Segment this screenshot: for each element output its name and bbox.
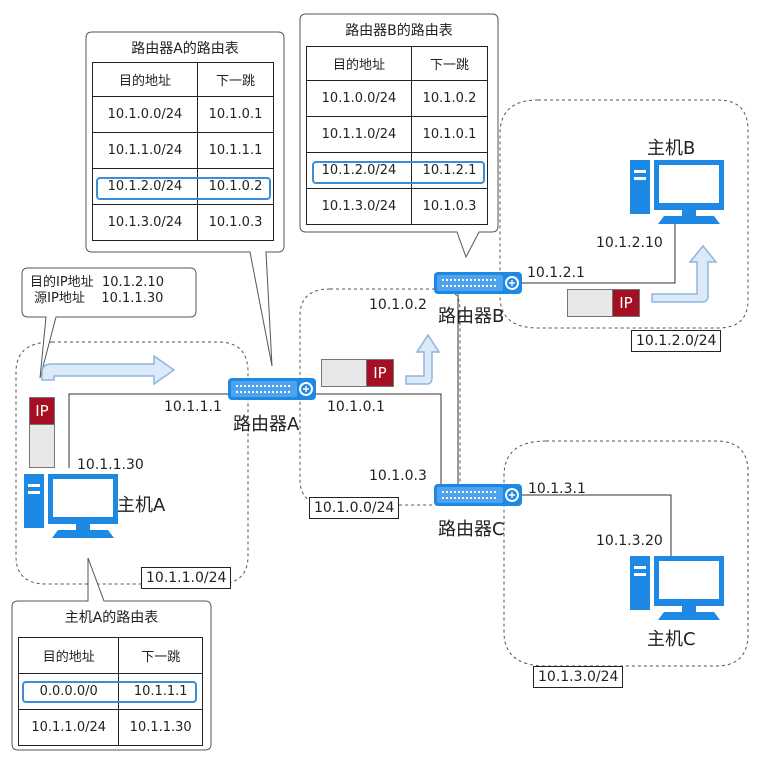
ip-header-info: 目的IP地址 10.1.2.10 源IP地址 10.1.1.30 xyxy=(30,275,164,307)
hostC-computer-icon[interactable] xyxy=(630,556,724,620)
routerA-label: 路由器A xyxy=(233,414,300,435)
packet-direction-arrow-up-b xyxy=(405,333,441,385)
routerB-ip-right: 10.1.2.1 xyxy=(527,265,585,281)
table-cell: 10.1.2.1 xyxy=(411,152,488,189)
table-cell: 10.1.1.0/24 xyxy=(92,132,198,169)
routerA-switch-icon[interactable] xyxy=(227,377,317,401)
network-label-10-1-3-0: 10.1.3.0/24 xyxy=(533,666,624,688)
ip-header-bubble xyxy=(21,267,197,379)
table-header: 目的地址 xyxy=(92,62,198,97)
hostA-label: 主机A xyxy=(117,495,166,516)
table-cell: 10.1.0.2 xyxy=(197,168,274,205)
link-hostA-routerA xyxy=(68,393,230,468)
network-cloud-10-1-0-0 xyxy=(299,288,461,506)
routerA-table-title: 路由器A的路由表 xyxy=(131,41,239,57)
hostB-label: 主机B xyxy=(647,138,696,159)
packet-ip-header: IP xyxy=(612,289,640,317)
network-cloud-10-1-2-0 xyxy=(499,99,749,329)
table-cell: 10.1.0.3 xyxy=(411,188,488,225)
src-ip-value: 10.1.1.30 xyxy=(101,291,164,306)
packet-at-routerB: IP xyxy=(567,289,640,317)
table-cell: 10.1.1.0/24 xyxy=(306,116,412,153)
dst-ip-value: 10.1.2.10 xyxy=(101,275,164,290)
network-label-10-1-1-0: 10.1.1.0/24 xyxy=(141,567,232,589)
packet-at-routerA: IP xyxy=(321,359,394,387)
table-cell: 10.1.1.1 xyxy=(197,132,274,169)
routerA-ip-left: 10.1.1.1 xyxy=(164,399,222,415)
hostA-computer-icon[interactable] xyxy=(24,474,118,538)
table-cell: 10.1.0.0/24 xyxy=(306,80,412,117)
table-cell: 10.1.0.3 xyxy=(197,204,274,241)
packet-payload xyxy=(321,359,366,387)
table-header: 目的地址 xyxy=(17,637,120,674)
table-cell: 10.1.1.1 xyxy=(118,673,203,710)
table-header: 下一跳 xyxy=(197,62,274,97)
link-routerC-hostC xyxy=(522,494,672,556)
packet-payload xyxy=(567,289,612,317)
routerB-ip-left: 10.1.0.2 xyxy=(369,297,427,313)
network-label-10-1-0-0: 10.1.0.0/24 xyxy=(309,497,400,519)
link-routerA-routerC xyxy=(314,393,442,495)
hostA-table-title: 主机A的路由表 xyxy=(64,610,159,626)
routerA-ip-right: 10.1.0.1 xyxy=(327,399,385,415)
table-header: 下一跳 xyxy=(411,46,488,81)
table-cell: 10.1.1.0/24 xyxy=(17,709,120,746)
table-cell: 10.1.0.2 xyxy=(411,80,488,117)
hostB-computer-icon[interactable] xyxy=(630,160,724,224)
dst-ip-label: 目的IP地址 xyxy=(30,275,94,290)
packet-ip-header: IP xyxy=(366,359,394,387)
table-cell: 10.1.0.1 xyxy=(411,116,488,153)
table-header: 目的地址 xyxy=(306,46,412,81)
packet-ip-header: IP xyxy=(29,397,55,425)
table-cell: 10.1.3.0/24 xyxy=(306,188,412,225)
hostC-label: 主机C xyxy=(647,629,696,650)
packet-at-hostA: IP xyxy=(29,397,55,468)
table-cell: 10.1.2.0/24 xyxy=(92,168,198,205)
hostA-ip: 10.1.1.30 xyxy=(77,457,144,473)
routerC-ip-right: 10.1.3.1 xyxy=(528,481,586,497)
routerB-label: 路由器B xyxy=(438,306,505,327)
routerC-label: 路由器C xyxy=(438,519,505,540)
link-routerB-hostB xyxy=(520,222,676,284)
table-cell: 10.1.3.0/24 xyxy=(92,204,198,241)
hostB-ip: 10.1.2.10 xyxy=(596,235,663,251)
table-cell: 10.1.0.0/24 xyxy=(92,96,198,133)
table-cell: 10.1.0.1 xyxy=(197,96,274,133)
hostC-ip: 10.1.3.20 xyxy=(596,533,663,549)
routerB-switch-icon[interactable] xyxy=(433,271,523,295)
routerB-table-title: 路由器B的路由表 xyxy=(345,23,453,39)
table-cell: 0.0.0.0/0 xyxy=(17,673,120,710)
packet-direction-arrow-up-hostb xyxy=(651,244,718,303)
table-header: 下一跳 xyxy=(118,637,203,674)
table-cell: 10.1.2.0/24 xyxy=(306,152,412,189)
routerC-switch-icon[interactable] xyxy=(433,483,523,507)
network-cloud-10-1-3-0 xyxy=(503,440,749,667)
network-label-10-1-2-0: 10.1.2.0/24 xyxy=(631,330,722,352)
table-cell: 10.1.1.30 xyxy=(118,709,203,746)
routerC-ip-left: 10.1.0.3 xyxy=(369,468,427,484)
src-ip-label: 源IP地址 xyxy=(34,291,85,306)
packet-direction-arrow-right xyxy=(41,354,176,386)
packet-payload xyxy=(29,425,55,468)
